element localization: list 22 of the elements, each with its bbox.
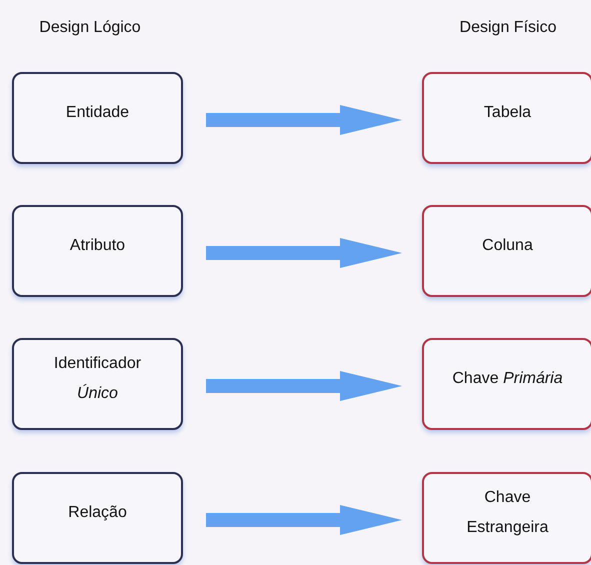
box-text: Identificador Único — [52, 354, 142, 404]
concept-box — [12, 338, 183, 430]
concept-box — [422, 472, 591, 564]
box-text: Atributo — [70, 236, 126, 256]
column-heading: Design Lógico — [39, 18, 141, 38]
concept-box — [422, 205, 591, 297]
concept-box — [422, 338, 591, 430]
box-text: Relação — [68, 503, 127, 523]
box-text: Entidade — [66, 103, 130, 123]
concept-box — [12, 205, 183, 297]
box-text: Tabela — [484, 103, 532, 123]
block-arrow — [206, 371, 402, 401]
box-text: Chave Estrangeira — [466, 488, 550, 538]
concept-box — [12, 72, 183, 164]
block-arrow — [206, 238, 402, 268]
concept-box — [422, 72, 591, 164]
concept-box — [12, 472, 183, 564]
block-arrow — [206, 105, 402, 135]
box-text: Coluna — [482, 236, 533, 256]
column-heading: Design Físico — [460, 18, 556, 38]
box-text: Chave Primária — [452, 369, 563, 389]
block-arrow — [206, 505, 402, 535]
